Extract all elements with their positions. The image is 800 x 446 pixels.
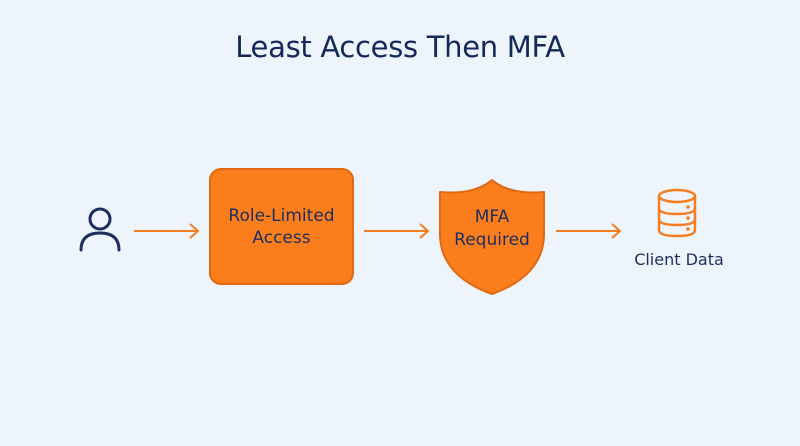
- role-limited-access-box: Role-Limited Access: [209, 168, 354, 285]
- role-box-label-line2: Access: [252, 227, 311, 248]
- arrow-right-icon: [134, 223, 200, 239]
- shield-label-line2: Required: [454, 230, 530, 250]
- client-data-label: Client Data: [634, 250, 724, 269]
- diagram-title: Least Access Then MFA: [235, 30, 565, 64]
- shield-icon: [439, 179, 545, 295]
- user-icon: [79, 207, 121, 252]
- shield-label-line1: MFA: [474, 207, 510, 227]
- role-box-label-line1: Role-Limited: [228, 205, 335, 226]
- arrow-right-icon: [556, 223, 622, 239]
- database-icon: [657, 188, 697, 238]
- arrow-right-icon: [364, 223, 430, 239]
- mfa-required-node: MFA Required: [436, 178, 548, 296]
